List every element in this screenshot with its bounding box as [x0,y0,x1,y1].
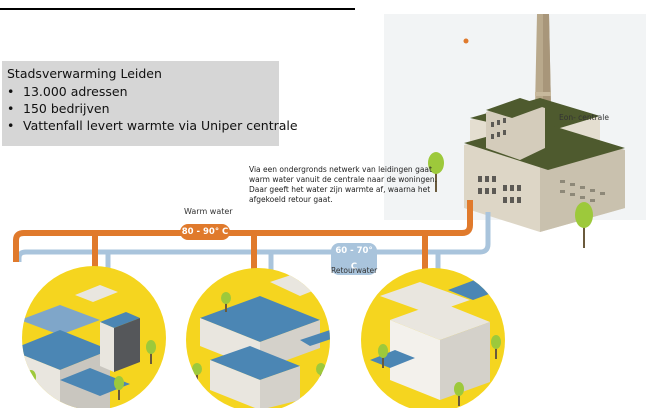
neighborhood-3 [361,268,505,408]
info-box [2,61,279,146]
neighborhood-1 [22,266,166,408]
description-line: Daar geeft het water zijn warmte af, waa… [249,185,431,194]
warm-temperature-badge: 80 - 90° C [180,224,230,240]
description-line: Via een ondergronds netwerk van leidinge… [249,165,432,174]
return-water-label: Retourwater [331,266,378,275]
info-title: Stadsverwarming Leiden [7,66,162,81]
info-bullet: •13.000 adressen [7,84,128,99]
info-bullets: •13.000 adressen •150 bedrijven •Vattenf… [7,83,298,134]
accent-dot [463,38,469,44]
neighborhood-2 [186,268,330,408]
tree-right-of-plant [575,202,593,248]
info-bullet: •150 bedrijven [7,101,110,116]
description-line: warm water vanuit de centrale naar de wo… [249,175,438,184]
header-rule [0,8,355,10]
info-bullet: •Vattenfall levert warmte via Uniper cen… [7,118,298,133]
network-description: Via een ondergronds netwerk van leidinge… [249,165,437,205]
warm-water-label: Warm water [184,207,233,216]
description-line: afgekoeld retour gaat. [249,195,333,204]
plant-label: Eon- centrale [559,113,609,122]
tree-left-of-plant [428,152,444,192]
return-temperature-badge: 60 - 70° C [331,243,377,275]
